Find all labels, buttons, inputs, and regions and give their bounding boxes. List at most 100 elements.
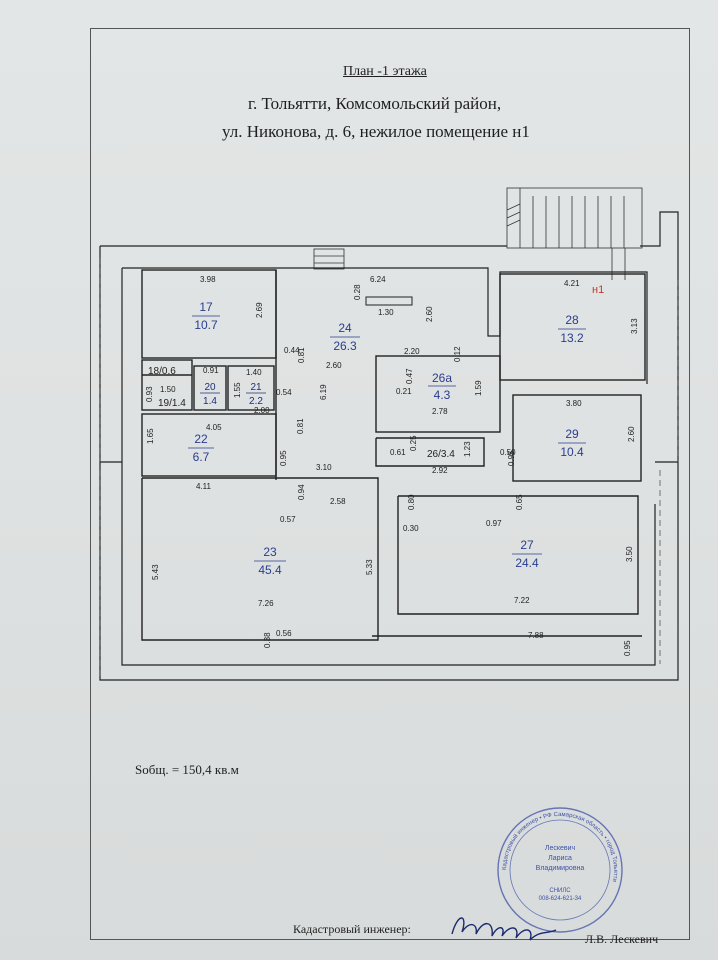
dim-label: 0.54	[276, 388, 292, 397]
dim-label: 2.78	[432, 407, 448, 416]
dim-label: 0.95	[279, 450, 288, 466]
dim-label: 4.11	[196, 482, 212, 491]
dim-label: 0.25	[409, 435, 418, 451]
room-26a-area: 4.3	[434, 388, 451, 402]
fixture-rect	[365, 296, 413, 306]
dim-label: 0.47	[405, 368, 414, 384]
dim-label: 1.65	[146, 428, 155, 444]
dim-label: 2.20	[404, 347, 420, 356]
dim-label: 2.69	[255, 302, 264, 318]
dim-label: 0.57	[280, 515, 296, 524]
room-26a-number: 26а	[432, 371, 452, 385]
dim-label: 2.60	[425, 306, 434, 322]
dim-label: 0.12	[453, 346, 462, 362]
address-line-street: ул. Никонова, д. 6, нежилое помещение н1	[222, 122, 530, 141]
dim-label: 7.88	[528, 631, 544, 640]
room-24-number: 24	[338, 321, 352, 335]
dim-label: 0.56	[276, 629, 292, 638]
dimension-labels: 3.98 2.69 6.24 0.28 1.30 2.60 0.44 0.81 …	[145, 275, 639, 656]
dim-label: 1.40	[246, 368, 262, 377]
room-20-number: 20	[204, 382, 216, 393]
dim-label: 1.30	[378, 308, 394, 317]
plan-title: План -1 этажа	[343, 64, 427, 79]
dim-label: 2.58	[330, 497, 346, 506]
room-22-area: 6.7	[193, 450, 210, 464]
dim-label: 1.59	[474, 380, 483, 396]
dim-label: 0.91	[203, 366, 219, 375]
dim-label: 7.26	[258, 599, 274, 608]
stamp-snils: 008-624-621-34	[539, 896, 582, 902]
official-stamp: Кадастровый инженер • РФ Самарская облас…	[497, 807, 623, 933]
dim-label: 2.92	[432, 466, 448, 475]
room-23-area: 45.4	[258, 563, 282, 577]
dim-label: 3.50	[625, 546, 634, 562]
dim-label: 0.50	[500, 448, 516, 457]
room-21-area: 2.2	[249, 396, 263, 407]
address-line-city: г. Тольятти, Комсомольский район,	[248, 94, 502, 113]
signature	[451, 917, 557, 941]
dim-label: 0.93	[145, 386, 154, 402]
dim-label: 4.21	[564, 279, 580, 288]
dim-label: 5.33	[365, 559, 374, 575]
dim-label: 2.60	[326, 361, 342, 370]
stamp-name-3: Владимировна	[536, 865, 585, 872]
room-29-area: 10.4	[560, 445, 584, 459]
dim-label: 3.80	[566, 399, 582, 408]
room-27-area: 24.4	[515, 556, 539, 570]
dim-label: 3.10	[316, 463, 332, 472]
room-20-area: 1.4	[203, 396, 217, 407]
dim-label: 0.65	[515, 494, 524, 510]
room-26-label: 26/3.4	[427, 449, 455, 460]
dim-label: 0.95	[623, 640, 632, 656]
dim-label: 0.94	[297, 484, 306, 500]
room-28-area: 13.2	[560, 331, 584, 345]
room-labels: 17 10.7 24 26.3 28 13.2 26а 4.3 29 10.4 …	[148, 284, 604, 577]
room-17-area: 10.7	[194, 318, 218, 332]
stamp-name-1: Лескевич	[545, 845, 576, 852]
dim-label: 6.24	[370, 275, 386, 284]
room-29-number: 29	[565, 427, 579, 441]
dim-label: 0.81	[297, 347, 306, 363]
dim-label: 1.23	[463, 441, 472, 457]
dim-label: 6.19	[319, 384, 328, 400]
dim-label: 3.13	[630, 318, 639, 334]
dim-label: 0.80	[407, 494, 416, 510]
dim-label: 2.00	[254, 406, 270, 415]
page-frame	[90, 28, 690, 940]
engineer-label: Кадастровый инженер:	[293, 922, 411, 936]
dim-label: 0.44	[284, 346, 300, 355]
dim-label: 4.05	[206, 423, 222, 432]
dim-label: 3.98	[200, 275, 216, 284]
dim-label: 0.30	[403, 524, 419, 533]
dim-label: 0.21	[396, 387, 412, 396]
dim-label: 0.38	[263, 632, 272, 648]
dim-label: 1.50	[160, 385, 176, 394]
dashed-lines	[99, 258, 679, 676]
stamp-snils-label: СНИЛС	[549, 888, 571, 894]
entry-steps	[313, 248, 345, 270]
unit-mark: н1	[592, 284, 604, 296]
room-19-label: 19/1.4	[158, 398, 186, 409]
room-17-number: 17	[199, 300, 213, 314]
interior-walls	[141, 269, 646, 641]
dim-label: 0.61	[390, 448, 406, 457]
room-27-number: 27	[520, 538, 534, 552]
dim-label: 0.81	[296, 418, 305, 434]
dim-label: 5.43	[151, 564, 160, 580]
room-24-area: 26.3	[333, 339, 357, 353]
staircase	[506, 187, 643, 280]
dim-label: 2.60	[627, 426, 636, 442]
engineer-name: Л.В. Лескевич	[585, 932, 659, 946]
dim-label: 0.95	[507, 450, 516, 466]
outer-walls	[99, 211, 679, 681]
room-23-number: 23	[263, 545, 277, 559]
total-area: Sобщ. = 150,4 кв.м	[135, 762, 239, 777]
dim-label: 7.22	[514, 596, 530, 605]
dim-label: 0.97	[486, 519, 502, 528]
room-28-number: 28	[565, 313, 579, 327]
room-22-number: 22	[194, 432, 208, 446]
room-18-label: 18/0.6	[148, 366, 176, 377]
dim-label: 0.28	[353, 284, 362, 300]
dim-label: 1.55	[233, 382, 242, 398]
